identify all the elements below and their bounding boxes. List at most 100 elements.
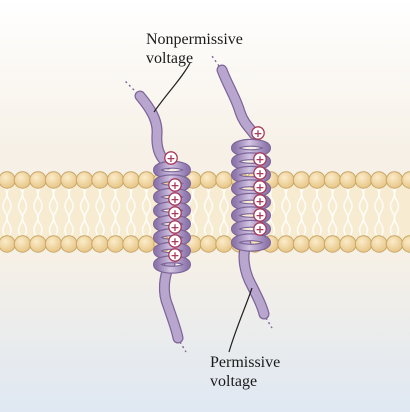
lipid-head: [137, 171, 156, 189]
positive-charge-icon: +: [253, 180, 267, 194]
lipid-head: [339, 235, 357, 253]
permissive-label-line2: voltage: [210, 373, 258, 390]
svg-text:+: +: [255, 223, 264, 236]
helix-dashed-end: [123, 79, 135, 91]
lipid-head: [13, 235, 32, 253]
svg-text:+: +: [255, 209, 264, 222]
svg-text:+: +: [170, 249, 179, 262]
lipid-tail: [285, 187, 291, 213]
lipid-tail: [6, 211, 12, 237]
lipid-tail: [223, 187, 229, 213]
lipid-tail: [52, 211, 59, 237]
lipid-head: [122, 171, 140, 189]
lipid-head: [44, 171, 63, 189]
positive-charge-icon: +: [253, 166, 267, 180]
lipid-head: [106, 235, 125, 253]
lipid-tail: [68, 187, 74, 213]
lipid-head: [199, 171, 218, 189]
lipid-tail: [362, 211, 369, 237]
helix-coil: [232, 234, 270, 251]
lipid-head: [370, 171, 388, 189]
lipid-tail: [331, 187, 338, 213]
helix-lower-tail: [239, 239, 269, 319]
positive-charge-icon: +: [253, 222, 267, 236]
lipid-head: [91, 171, 109, 189]
lipid-head: [277, 171, 295, 189]
lipid-tail: [145, 187, 152, 213]
lipid-tail: [192, 211, 198, 237]
svg-text:+: +: [170, 207, 179, 220]
lipid-head: [60, 171, 78, 189]
lipid-tail: [300, 187, 307, 213]
helix-dashed-end: [211, 55, 220, 67]
positive-charge-icon: +: [168, 178, 182, 192]
lipid-tail: [362, 187, 369, 213]
lipid-tail: [378, 211, 384, 237]
lipid-tail: [68, 211, 74, 237]
lipid-tail: [378, 187, 384, 213]
lipid-tail: [130, 187, 136, 213]
lipid-head: [308, 171, 326, 189]
svg-text:+: +: [255, 153, 264, 166]
positive-charge-icon: +: [164, 151, 178, 165]
permissive-voltage-helix: +++++++: [211, 55, 273, 329]
lipid-head: [292, 235, 311, 253]
lipid-head: [137, 235, 156, 253]
lipid-tail: [99, 211, 105, 237]
lipid-tail: [21, 187, 28, 213]
positive-charge-icon: +: [253, 152, 267, 166]
helix-dashed-end: [179, 341, 187, 353]
svg-text:+: +: [255, 195, 264, 208]
lipid-tail: [114, 211, 121, 237]
permissive-label-line1: Permissive: [210, 354, 281, 371]
lipid-head: [29, 235, 47, 253]
lipid-tail: [21, 211, 28, 237]
lipid-tail: [393, 211, 400, 237]
svg-text:+: +: [255, 181, 264, 194]
lipid-tail: [223, 211, 229, 237]
positive-charge-icon: +: [168, 192, 182, 206]
lipid-head: [215, 235, 233, 253]
lipid-tail: [316, 211, 322, 237]
lipid-tail: [207, 187, 214, 213]
lipid-head: [122, 235, 140, 253]
lipid-tail: [83, 187, 90, 213]
lipid-head: [199, 235, 218, 253]
lipid-tail: [130, 211, 136, 237]
lipid-head: [13, 171, 32, 189]
lipid-tail: [207, 211, 214, 237]
lipid-head: [277, 235, 295, 253]
helix-dashed-end: [265, 317, 273, 329]
positive-charge-icon: +: [168, 206, 182, 220]
lipid-head: [0, 235, 16, 253]
lipid-tail: [285, 211, 291, 237]
lipid-head: [0, 171, 16, 189]
lipid-tail: [300, 211, 307, 237]
lipid-head: [323, 235, 342, 253]
lipid-bilayer: [0, 171, 410, 253]
lipid-head: [354, 171, 373, 189]
svg-text:+: +: [170, 193, 179, 206]
lipid-head: [308, 235, 326, 253]
lipid-tail: [83, 211, 90, 237]
lipid-head: [370, 235, 388, 253]
lipid-head: [354, 235, 373, 253]
lipid-tail: [37, 187, 43, 213]
lipid-head: [323, 171, 342, 189]
positive-charge-icon: +: [168, 234, 182, 248]
lipid-head: [339, 171, 357, 189]
helix-upper-tail: [217, 65, 259, 139]
lipid-tail: [347, 187, 353, 213]
lipid-tail: [6, 187, 12, 213]
lipid-head: [385, 235, 404, 253]
lipid-head: [75, 235, 94, 253]
svg-text:+: +: [166, 152, 175, 165]
lipid-head: [29, 171, 47, 189]
lipid-tail: [145, 211, 152, 237]
positive-charge-icon: +: [253, 194, 267, 208]
lipid-head: [75, 171, 94, 189]
nonpermissive-voltage-label: Nonpermissive voltage: [146, 30, 243, 68]
svg-text:+: +: [170, 179, 179, 192]
lipid-head: [385, 171, 404, 189]
lipid-head: [91, 235, 109, 253]
